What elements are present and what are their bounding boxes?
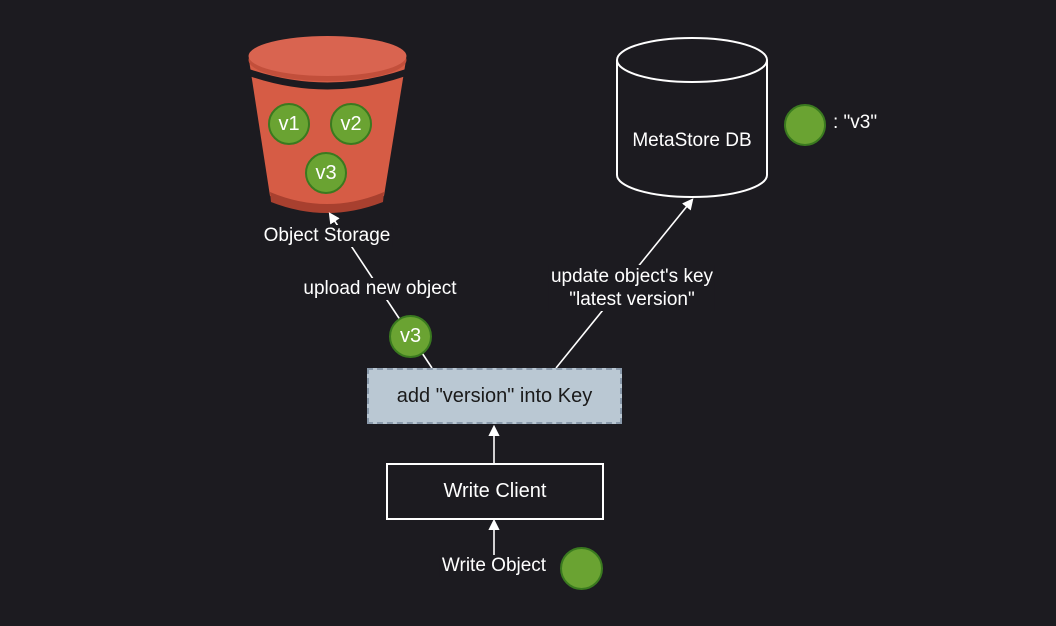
version-dot-v1: v1: [268, 103, 310, 145]
metastore-latest-version-dot: [784, 104, 826, 146]
version-dot-v2-label: v2: [340, 112, 362, 135]
write-object-dot: [560, 547, 603, 590]
version-dot-v1-label: v1: [278, 112, 300, 135]
version-dot-v2: v2: [330, 103, 372, 145]
update-key-label: update object's key "latest version": [548, 265, 716, 311]
update-key-label-line1: update object's key: [550, 266, 714, 287]
upload-version-dot-label: v3: [399, 325, 422, 347]
version-dot-v3: v3: [305, 152, 347, 194]
add-version-box: add "version" into Key: [367, 368, 622, 424]
metastore-label: MetaStore DB: [632, 130, 752, 151]
upload-new-object-label: upload new object: [301, 278, 459, 300]
write-client-label: Write Client: [443, 480, 547, 502]
add-version-box-label: add "version" into Key: [396, 384, 593, 407]
update-key-label-line2: "latest version": [569, 289, 695, 310]
write-client-box: Write Client: [386, 463, 604, 520]
metastore-db-cylinder-icon: [616, 37, 768, 198]
object-storage-label: Object Storage: [261, 225, 393, 247]
object-storage-bucket-icon: [248, 36, 407, 213]
version-dot-v3-label: v3: [315, 161, 337, 184]
write-object-label: Write Object: [439, 555, 549, 577]
upload-version-dot: v3: [389, 315, 432, 358]
metastore-latest-value: : "v3": [833, 112, 878, 133]
